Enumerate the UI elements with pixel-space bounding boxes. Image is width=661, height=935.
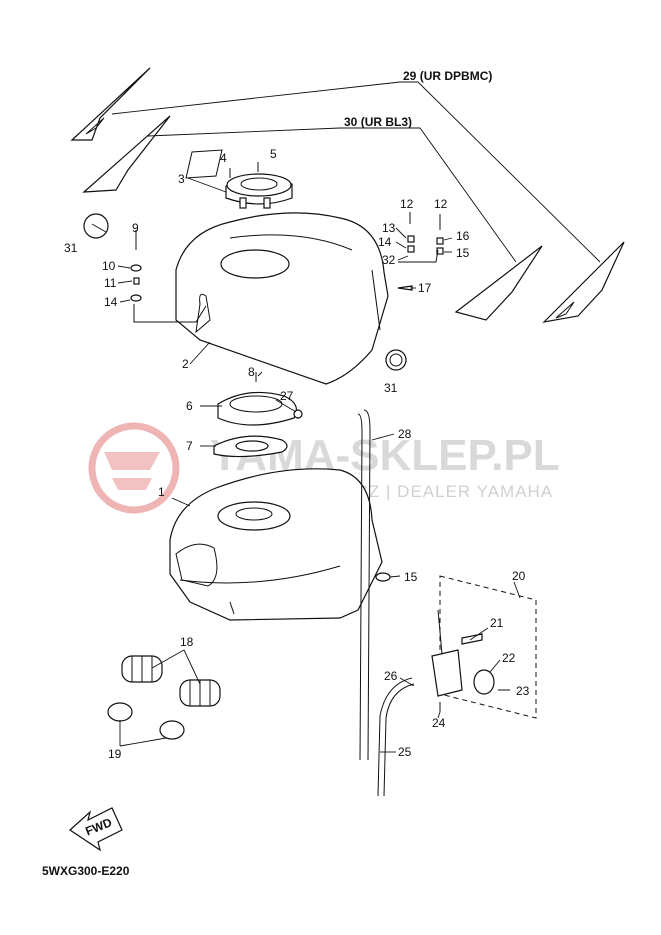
callout-14-right: 14 xyxy=(378,235,392,249)
callout-27: 27 xyxy=(280,389,294,403)
leaders-29-30 xyxy=(111,81,601,263)
watermark-logo-icon xyxy=(88,422,180,514)
callout-15-bottom: 15 xyxy=(404,570,418,584)
callout-30: 30 (UR BL3) xyxy=(344,115,412,129)
callout-13: 13 xyxy=(382,221,396,235)
tank-cover xyxy=(175,212,389,385)
grommets xyxy=(121,655,221,707)
callout-9: 9 xyxy=(132,221,139,235)
callout-14-left: 14 xyxy=(104,295,118,309)
callout-25: 25 xyxy=(398,745,412,759)
callout-31-left: 31 xyxy=(64,241,78,255)
fuel-cap xyxy=(185,149,293,209)
callout-10: 10 xyxy=(102,259,116,273)
callout-3: 3 xyxy=(178,172,185,186)
callout-19: 19 xyxy=(108,747,122,761)
callout-12-right: 12 xyxy=(434,197,448,211)
callout-29: 29 (UR DPBMC) xyxy=(403,69,492,83)
diagram-code: 5WXG300-E220 xyxy=(42,864,130,878)
callout-4: 4 xyxy=(220,151,227,165)
callout-15-top: 15 xyxy=(456,246,470,260)
callout-2: 2 xyxy=(182,357,189,371)
fwd-arrow-icon: FWD xyxy=(69,807,123,852)
callout-12-left: 12 xyxy=(400,197,414,211)
callout-1: 1 xyxy=(158,485,165,499)
callout-8: 8 xyxy=(248,365,255,379)
callout-17: 17 xyxy=(418,281,432,295)
callout-21: 21 xyxy=(490,616,504,630)
drain-hose xyxy=(377,677,415,797)
callout-31-right: 31 xyxy=(384,381,398,395)
callout-24: 24 xyxy=(432,716,446,730)
decal-left xyxy=(70,67,171,193)
callout-7: 7 xyxy=(186,439,193,453)
callout-16: 16 xyxy=(456,229,470,243)
clamps xyxy=(107,702,185,740)
callout-22: 22 xyxy=(502,651,516,665)
callout-20: 20 xyxy=(512,569,526,583)
fuel-cock-assembly xyxy=(431,575,537,719)
callout-11: 11 xyxy=(104,276,117,290)
gasket xyxy=(213,435,288,458)
callout-5: 5 xyxy=(270,147,277,161)
callout-labels: 29 (UR DPBMC) 30 (UR BL3) 1 2 3 4 5 6 7 … xyxy=(64,69,530,761)
callout-26: 26 xyxy=(384,669,398,683)
callout-6: 6 xyxy=(186,399,193,413)
callout-28: 28 xyxy=(398,427,412,441)
callout-leaders xyxy=(91,177,521,753)
callout-32: 32 xyxy=(382,253,396,267)
callout-23: 23 xyxy=(516,684,530,698)
fuel-tank xyxy=(169,468,383,621)
breather-hose xyxy=(357,409,371,761)
callout-18: 18 xyxy=(180,635,194,649)
decal-right xyxy=(454,241,625,323)
